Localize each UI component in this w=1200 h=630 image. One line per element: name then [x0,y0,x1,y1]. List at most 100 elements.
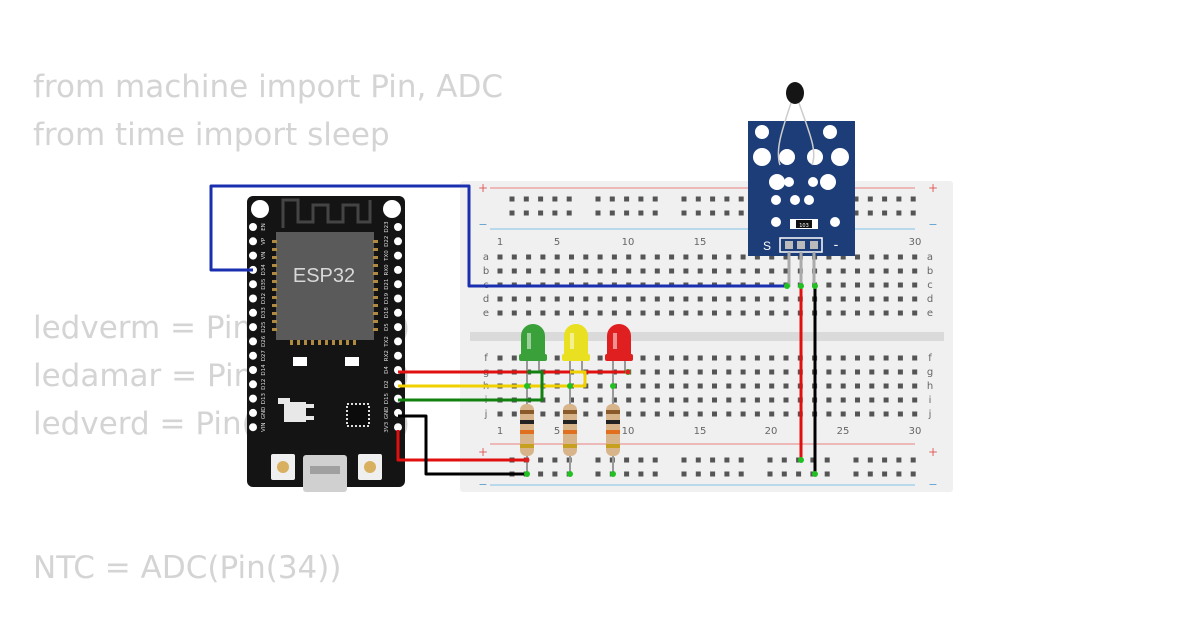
esp32-pin-left[interactable] [249,237,257,246]
esp32-pin-left[interactable] [249,223,257,231]
breadboard-hole [855,397,860,403]
esp32-pin-right[interactable] [394,251,402,260]
breadboard-hole [855,268,860,274]
leds [519,324,633,386]
row-letter-d-left: d [483,294,489,305]
contact-dot [798,283,804,289]
breadboard-rail-hole [738,457,744,463]
contact-dot [610,471,616,477]
breadboard-hole [897,383,903,389]
breadboard-rail-hole [724,471,730,477]
esp32-pin-right[interactable] [394,423,402,432]
breadboard-hole [640,296,646,302]
breadboard-hole [683,411,689,417]
esp32-pin-right[interactable] [394,265,402,274]
breadboard-hole [740,355,746,361]
breadboard-hole [683,369,689,375]
esp32-pin-right[interactable] [394,351,402,360]
module-pin [325,340,328,345]
breadboard-rail-hole [710,210,716,216]
breadboard-hole [897,296,903,302]
wire-end-dot [524,457,530,463]
breadboard-hole [883,411,889,417]
breadboard-hole [883,268,889,274]
breadboard-hole [783,254,789,260]
thermistor-bead [786,82,804,104]
sensor-pad [769,174,785,190]
wire-blue-signal[interactable] [209,184,787,288]
module-pin [373,272,378,275]
esp32-pin-left[interactable] [249,380,257,389]
esp32-pin-left[interactable] [249,308,257,317]
breadboard-hole [497,254,503,260]
esp32-regulator-tab [278,398,290,404]
rail-plus-bottom-right: + [928,445,938,459]
breadboard-hole [855,355,860,361]
esp32-pin-label-left: EN [261,223,267,231]
breadboard-hole [769,369,775,375]
esp32-pin-right[interactable] [394,337,402,346]
row-letter-a-right: a [927,252,933,263]
breadboard-hole [497,411,503,417]
breadboard-hole [840,397,846,403]
breadboard-hole [497,268,503,274]
resistor-band [606,430,620,434]
wire-red-power[interactable] [396,430,527,462]
module-pin [272,264,277,267]
esp32-pin-left[interactable] [249,394,257,403]
esp32-pin-right[interactable] [394,294,402,303]
breadboard-hole [712,355,717,361]
sensor-pin-gnd[interactable] [810,241,818,249]
esp32-pin-right[interactable] [394,237,402,246]
breadboard-rail-hole [638,471,644,477]
esp32-pin-right[interactable] [394,280,402,289]
breadboard-hole [869,355,875,361]
breadboard-hole [526,268,532,274]
resistor-band [563,420,577,424]
code-line-ledverm: ledverm = Pin( [33,310,265,346]
esp32-pin-left[interactable] [249,337,257,346]
sensor-pin-signal[interactable] [785,241,793,249]
esp32-pin-left[interactable] [249,280,257,289]
esp32-pin-left[interactable] [249,351,257,360]
sensor-smd-resistor-body [796,220,812,228]
breadboard-hole [883,282,889,288]
esp32-pin-right[interactable] [394,223,402,231]
col-num-bottom-30: 30 [909,426,922,437]
esp32-pin-left[interactable] [249,294,257,303]
esp32-pin-left[interactable] [249,423,257,432]
rail-minus-bottom-right: − [928,478,937,491]
esp32-pin-left[interactable] [249,366,257,374]
breadboard-rail-hole [552,210,558,216]
wire-green-led[interactable] [398,370,544,402]
esp32-pin-left[interactable] [249,251,257,260]
row-letter-c-right: c [927,280,933,291]
breadboard-hole [826,296,832,302]
breadboard-rail-hole [853,196,859,202]
esp32-regulator-pin [306,404,314,408]
breadboard-hole [769,383,775,389]
resistor-band [606,444,620,448]
sensor-pin-vcc[interactable] [797,241,805,249]
wire-black-gnd[interactable] [398,414,527,476]
esp32-pin-left[interactable] [249,408,257,417]
breadboard-rail-hole [595,457,601,463]
breadboard-rail-hole [552,471,558,477]
breadboard-hole [726,254,732,260]
wire-yellow-led[interactable] [398,370,587,388]
breadboard-rail-hole [824,457,830,463]
resistor-band [520,420,534,424]
wire-end-dot [625,369,631,375]
breadboard-rail-hole [652,457,658,463]
breadboard-hole [669,411,675,417]
esp32-pin-right[interactable] [394,323,402,332]
breadboard-hole [826,383,832,389]
esp32-pin-right[interactable] [394,308,402,317]
esp32-pin-label-right: 3V3 [384,421,390,432]
breadboard-rail-hole [595,471,601,477]
breadboard-hole [597,397,603,403]
esp32-pin-left[interactable] [249,323,257,332]
ntc-sensor-module[interactable]: 103 S - [748,82,855,287]
